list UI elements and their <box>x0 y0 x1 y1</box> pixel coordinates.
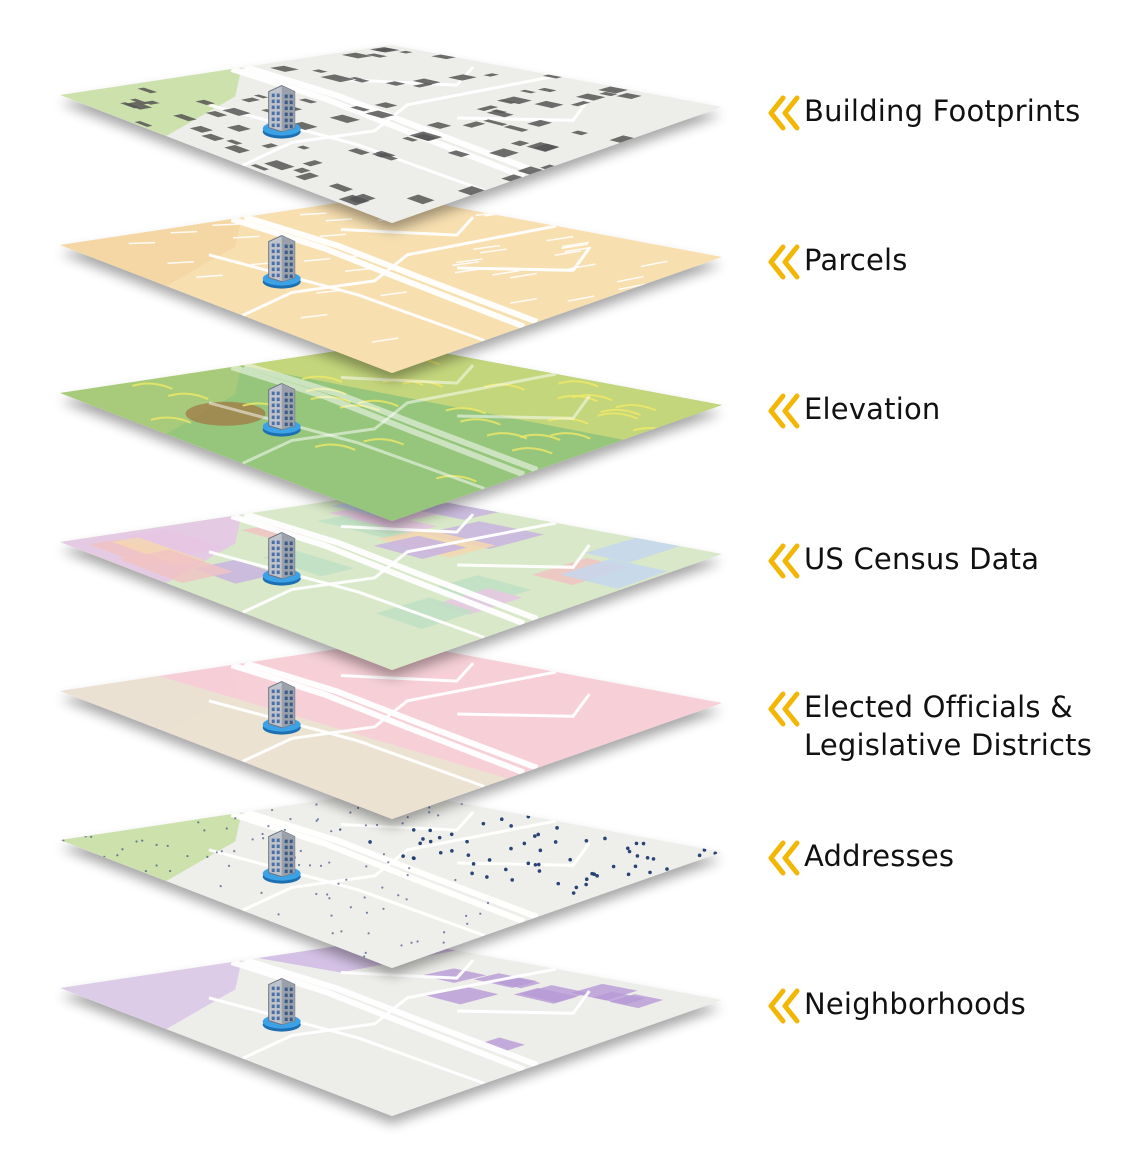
map-layer-addresses <box>60 790 722 968</box>
label-parcels: Parcels <box>764 241 908 281</box>
map-layer-elevation <box>60 343 722 521</box>
label-text: Elected Officials & Legislative District… <box>804 690 1093 762</box>
building-pin-icon <box>262 383 301 437</box>
label-text: Building Footprints <box>804 94 1081 128</box>
double-chevron-left-icon <box>768 244 800 280</box>
map-layer-elected-officials <box>60 641 722 819</box>
map-layer-building-footprints <box>60 45 722 223</box>
layer-surface <box>60 45 722 223</box>
building-pin-icon <box>262 978 301 1032</box>
map-layer-us-census-data <box>60 492 722 670</box>
label-addresses: Addresses <box>764 837 954 877</box>
building-pin-icon <box>262 532 301 586</box>
double-chevron-left-icon <box>768 95 800 131</box>
label-text: Addresses <box>804 839 955 873</box>
map-layer-parcels <box>60 195 722 373</box>
double-chevron-left-icon <box>768 988 800 1024</box>
label-text: Elevation <box>804 392 941 426</box>
building-pin-icon <box>262 830 301 884</box>
map-layer-neighborhoods <box>60 938 722 1116</box>
building-pin-icon <box>262 85 301 139</box>
double-chevron-left-icon <box>768 543 800 579</box>
label-text: US Census Data <box>804 542 1040 576</box>
label-text: Neighborhoods <box>804 987 1026 1021</box>
double-chevron-left-icon <box>768 691 800 727</box>
building-pin-icon <box>262 681 301 735</box>
label-elevation: Elevation <box>764 390 941 430</box>
label-building-footprints: Building Footprints <box>764 92 1080 132</box>
double-chevron-left-icon <box>768 840 800 876</box>
label-neighborhoods: Neighborhoods <box>764 985 1026 1025</box>
building-pin-icon <box>262 235 301 289</box>
label-text: Parcels <box>804 243 908 277</box>
label-elected-officials: Elected Officials & Legislative District… <box>764 688 1092 764</box>
label-us-census-data: US Census Data <box>764 540 1039 580</box>
double-chevron-left-icon <box>768 393 800 429</box>
